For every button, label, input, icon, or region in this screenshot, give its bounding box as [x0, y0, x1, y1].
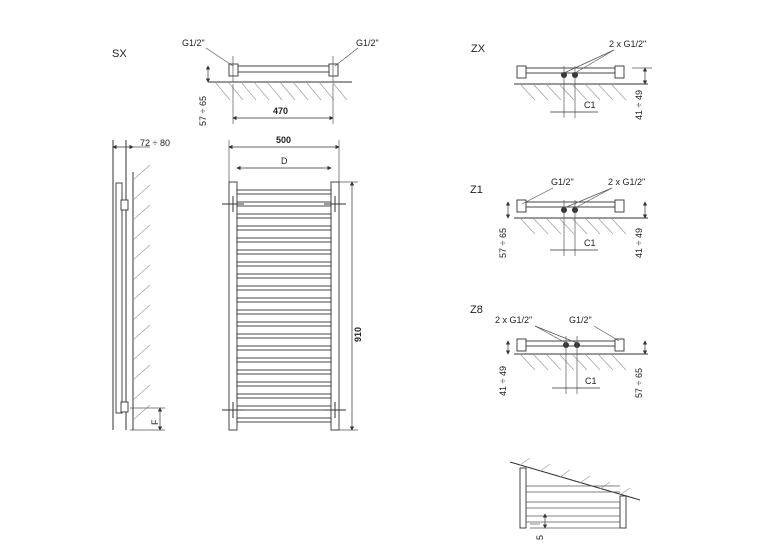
label-z1-g12: G1/2" — [551, 177, 574, 187]
front-view: 500 D — [222, 135, 363, 431]
dim-c1-z8: C1 — [585, 376, 597, 386]
z8-view: Z8 2 x G1/2" G1/2" C1 41 ÷ 49 57 ÷ 65 — [470, 304, 648, 398]
wall-brackets — [222, 196, 346, 418]
label-z8-g12: G1/2" — [569, 315, 592, 325]
dim-57-65-sx: 57 ÷ 65 — [198, 96, 208, 126]
wall-hatch-sx-top — [214, 81, 348, 101]
label-sx: SX — [112, 48, 127, 60]
z1-view: Z1 G1/2" 2 x G1/2" C1 57 ÷ 65 41 ÷ 49 — [470, 177, 648, 258]
dim-57-65-z1: 57 ÷ 65 — [498, 228, 508, 258]
dim-c1-zx: C1 — [584, 100, 596, 110]
label-zx-2xg12: 2 x G1/2" — [609, 39, 646, 49]
dim-d: D — [281, 156, 288, 166]
dim-72-80: 72 ÷ 80 — [140, 138, 170, 148]
dim-910: 910 — [353, 327, 363, 342]
dim-41-49-z8: 41 ÷ 49 — [498, 366, 508, 396]
dim-500: 500 — [276, 135, 291, 145]
label-g12-right: G1/2" — [356, 38, 379, 48]
label-z8: Z8 — [470, 304, 483, 316]
label-z8-2xg12: 2 x G1/2" — [495, 315, 532, 325]
label-zx: ZX — [471, 43, 486, 55]
dim-470: 470 — [273, 106, 288, 116]
crossbars — [236, 189, 332, 423]
label-z1: Z1 — [470, 184, 483, 196]
zx-view: ZX 2 x G1/2" C1 41 ÷ 49 — [471, 39, 652, 120]
wall-hatch-sx-side — [132, 164, 151, 421]
dim-41-49-z1: 41 ÷ 49 — [634, 228, 644, 258]
bottom-detail-view: 5 — [509, 457, 641, 540]
dim-f: F — [150, 419, 160, 425]
sx-top-view: SX G1/2" G1/2" 57 ÷ 65 470 — [112, 38, 379, 126]
dim-5: 5 — [535, 535, 545, 540]
label-g12-left: G1/2" — [182, 38, 205, 48]
dim-c1-z1: C1 — [584, 238, 596, 248]
sx-side-view: 72 ÷ 80 F — [112, 138, 170, 431]
label-z1-2xg12: 2 x G1/2" — [608, 177, 645, 187]
dim-41-49-zx: 41 ÷ 49 — [634, 90, 644, 120]
dim-57-65-z8: 57 ÷ 65 — [634, 368, 644, 398]
